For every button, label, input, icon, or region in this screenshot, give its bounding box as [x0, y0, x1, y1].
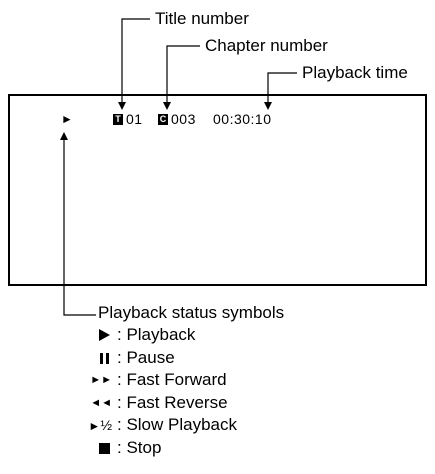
- fast-forward-icon: ►►: [90, 374, 112, 387]
- status-symbol-legend: Playback status symbols : Playback : Pau…: [88, 303, 285, 462]
- legend-label-pause: : Pause: [117, 347, 175, 367]
- status-symbol-leader: [63, 139, 96, 316]
- slow-playback-arrow: ►: [88, 419, 101, 434]
- play-icon: [90, 328, 112, 342]
- stop-icon: [90, 441, 112, 455]
- legend-label-playback: : Playback: [117, 325, 196, 344]
- legend-heading: Playback status symbols: [98, 303, 285, 322]
- slow-playback-icon: ►½: [86, 417, 112, 434]
- status-symbol: ►: [61, 112, 74, 126]
- playback-time-callout: Playback time: [302, 63, 408, 82]
- legend-label-fast-reverse: : Fast Reverse: [117, 392, 228, 412]
- chapter-number-callout: Chapter number: [205, 36, 328, 55]
- playback-time-value: 00:30:10: [213, 111, 272, 127]
- fast-reverse-icon: ◄◄: [90, 396, 112, 409]
- legend-item-fast-reverse: ◄◄ : Fast Reverse: [90, 394, 284, 417]
- legend-label-fast-forward: : Fast Forward: [117, 370, 227, 390]
- playback-time-arrowhead: [264, 102, 272, 110]
- title-number-leader: [121, 18, 150, 103]
- chapter-badge-icon: C: [158, 113, 168, 125]
- legend-item-fast-forward: ►► : Fast Forward: [90, 371, 284, 394]
- screen-osd: ► T 01 C 003 00:30:10: [61, 112, 272, 126]
- chapter-number-arrowhead: [163, 102, 171, 110]
- playback-time-leader: [267, 72, 297, 103]
- legend-item-playback: : Playback: [90, 326, 284, 349]
- title-number-arrowhead: [118, 102, 126, 110]
- title-number-callout: Title number: [155, 9, 249, 28]
- legend-item-slow-playback: ►½ : Slow Playback: [88, 415, 284, 439]
- slow-playback-fraction: ½: [100, 417, 112, 434]
- pause-icon: [90, 351, 112, 365]
- chapter-value: 003: [171, 111, 196, 127]
- legend-label-stop: : Stop: [117, 437, 162, 457]
- legend-label-slow-playback: : Slow Playback: [117, 415, 237, 435]
- screen-frame: [8, 94, 427, 286]
- legend-item-stop: : Stop: [90, 439, 284, 462]
- chapter-number-leader: [166, 45, 200, 103]
- title-value: 01: [126, 111, 143, 127]
- legend-item-pause: : Pause: [90, 349, 284, 372]
- title-badge-icon: T: [113, 113, 123, 125]
- status-symbol-arrowhead: [60, 132, 68, 140]
